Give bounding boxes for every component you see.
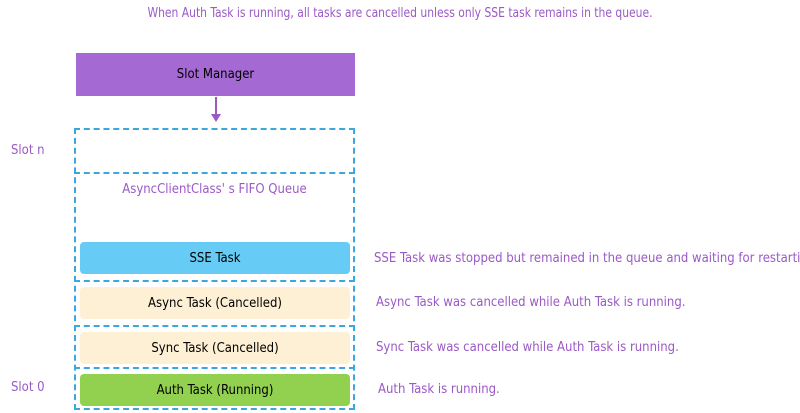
down-arrow-shaft [215, 97, 217, 116]
queue-divider-3 [74, 367, 355, 369]
task-label: SSE Task [189, 250, 241, 266]
task-async: Async Task (Cancelled) [80, 287, 350, 319]
note-sync: Sync Task was cancelled while Auth Task … [376, 340, 679, 355]
slot-manager-box: Slot Manager [76, 53, 355, 96]
task-label: Auth Task (Running) [156, 382, 274, 398]
queue-title: AsyncClientClass' s FIFO Queue [122, 182, 307, 197]
note-auth: Auth Task is running. [378, 382, 500, 397]
task-label: Async Task (Cancelled) [148, 295, 282, 311]
task-auth: Auth Task (Running) [80, 374, 350, 406]
note-sse: SSE Task was stopped but remained in the… [374, 251, 800, 266]
task-sse: SSE Task [80, 242, 350, 274]
task-label: Sync Task (Cancelled) [151, 340, 279, 356]
slot-n-label: Slot n [11, 143, 45, 158]
diagram-caption: When Auth Task is running, all tasks are… [147, 6, 653, 21]
down-arrow-icon [211, 114, 221, 122]
fifo-queue-container [74, 128, 355, 410]
slot-0-label: Slot 0 [11, 380, 45, 395]
queue-divider-2 [74, 325, 355, 327]
slot-manager-label: Slot Manager [176, 67, 255, 82]
queue-divider-slot-n [74, 172, 355, 174]
queue-divider-1 [74, 280, 355, 282]
task-sync: Sync Task (Cancelled) [80, 332, 350, 364]
note-async: Async Task was cancelled while Auth Task… [376, 295, 686, 310]
